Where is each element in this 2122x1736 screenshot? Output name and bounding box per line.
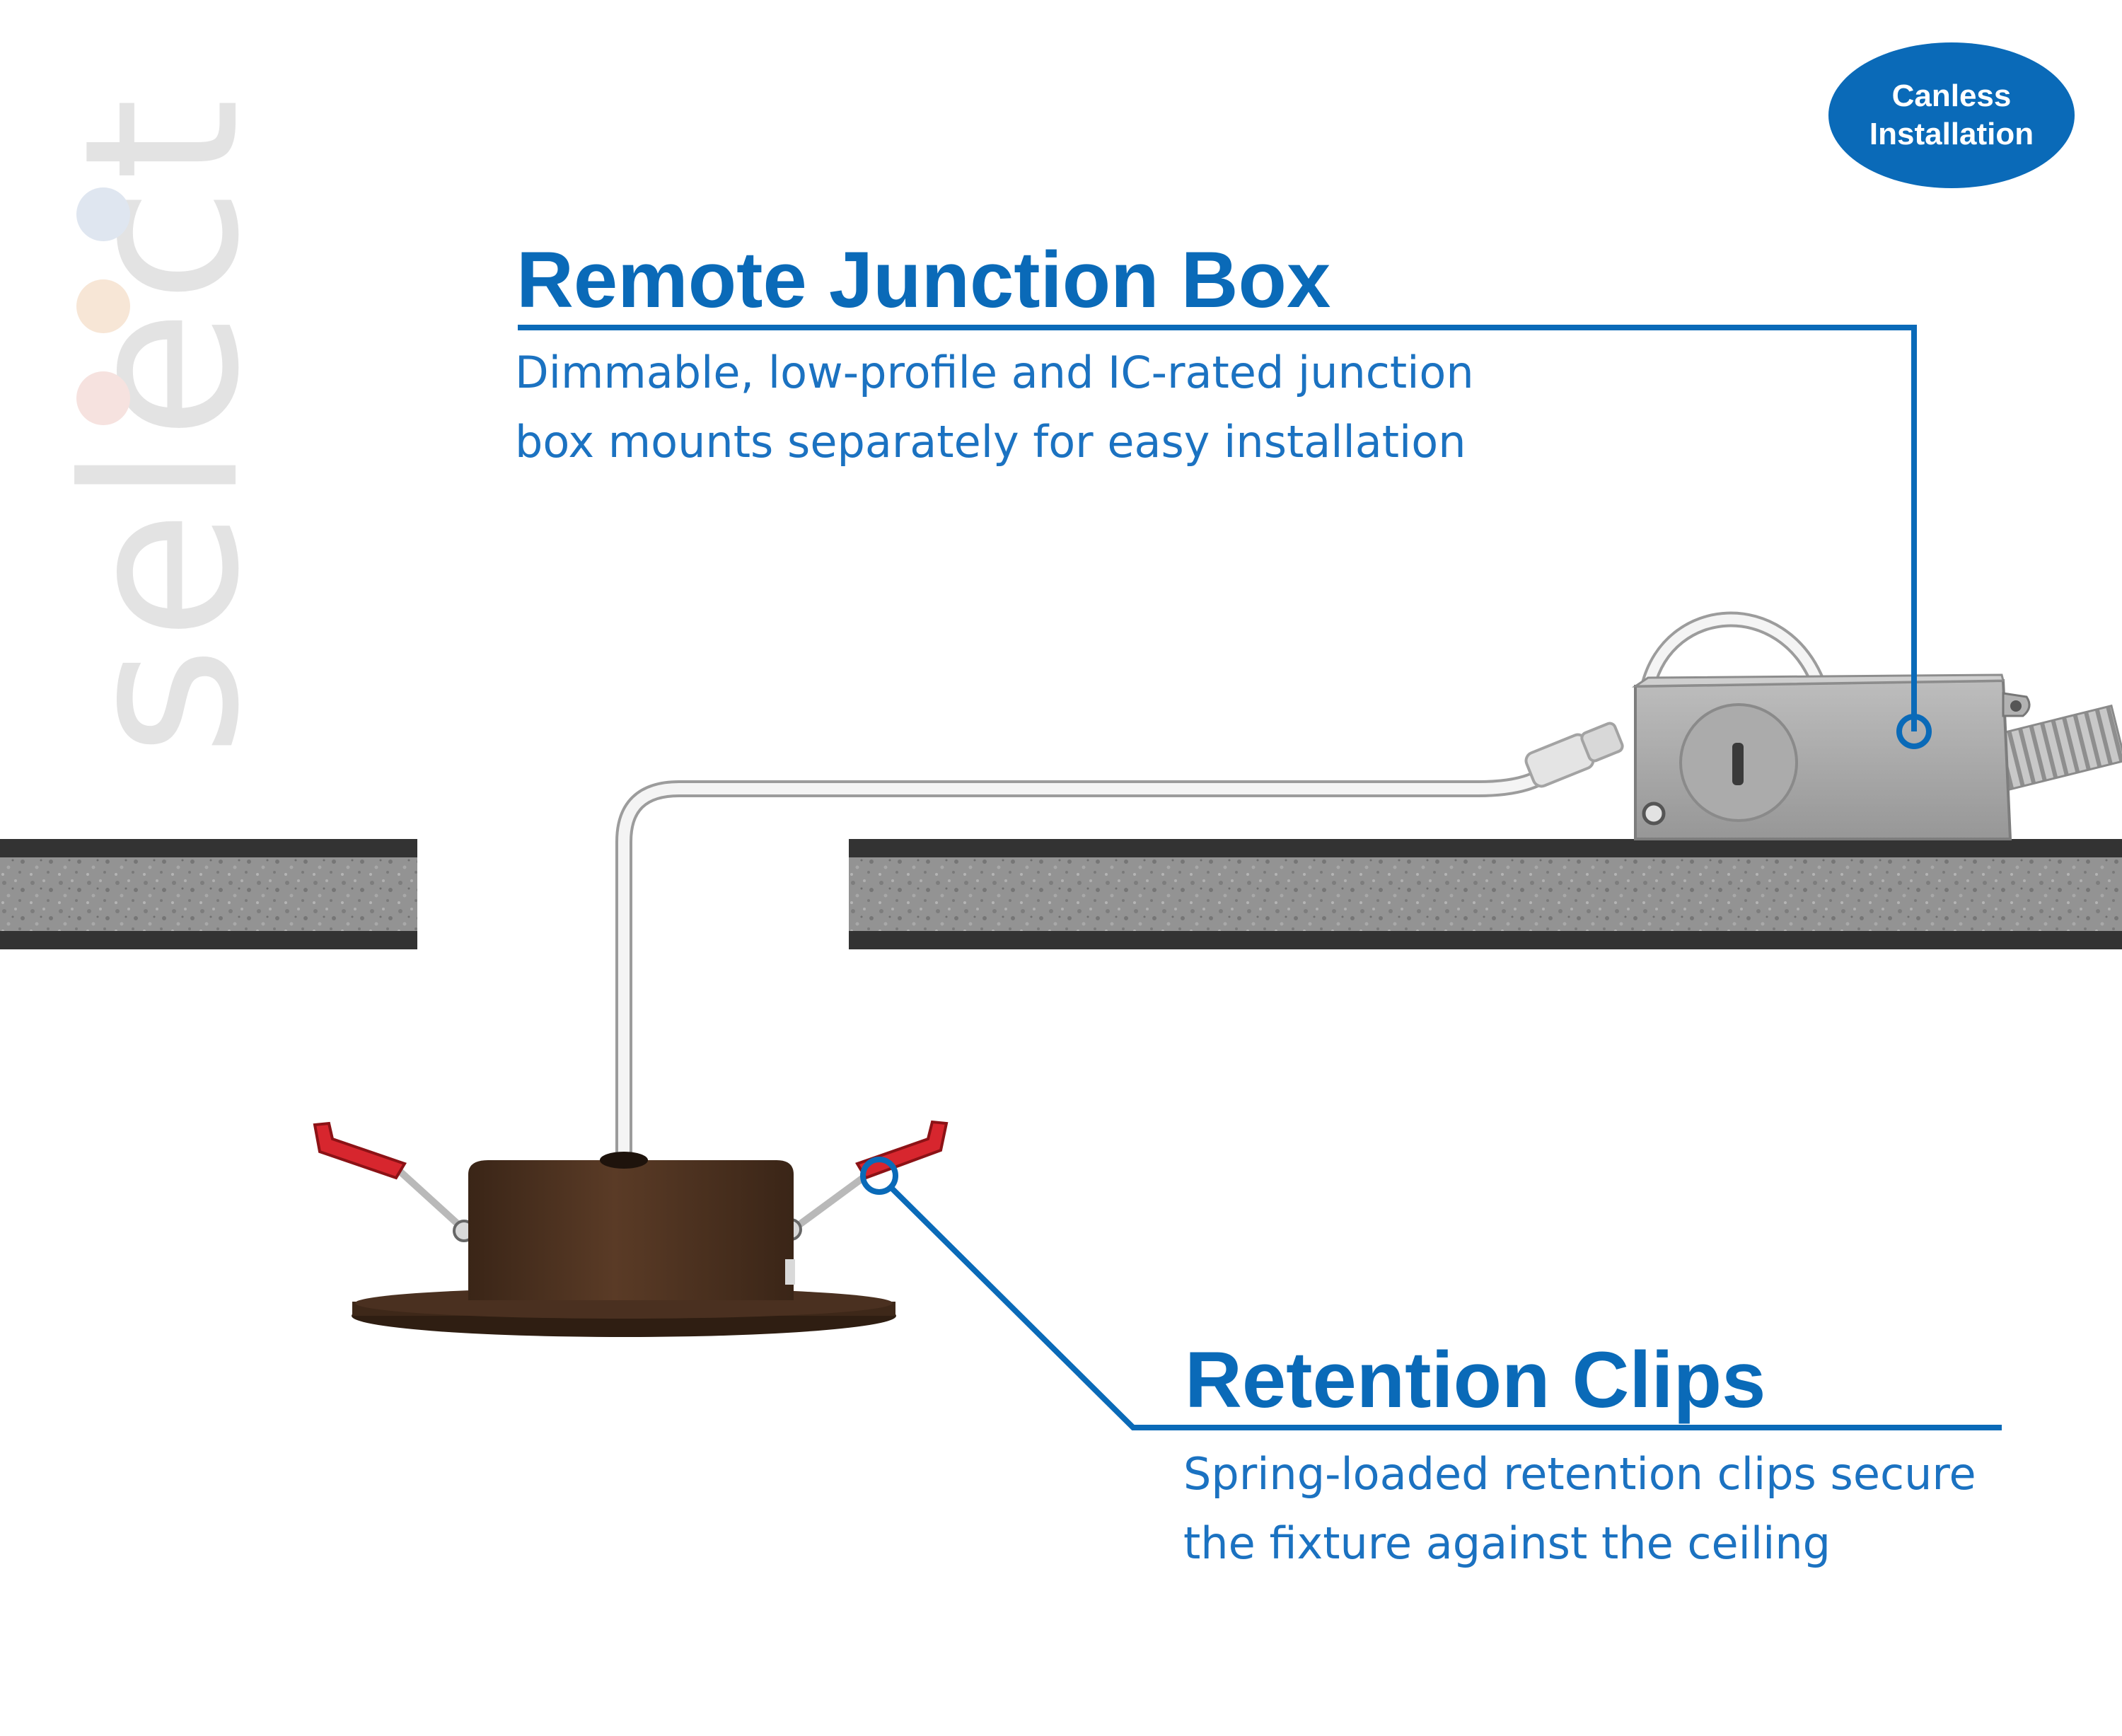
retention-clips-leader (860, 1157, 2002, 1430)
junction-box-leader (518, 325, 1932, 749)
badge-label: Canless Installation (1869, 79, 2034, 151)
retention-clips-description-line1: Spring-loaded retention clips secure (1183, 1448, 1976, 1500)
retention-clip-left (313, 1121, 475, 1242)
brand-dot-pink (76, 371, 130, 425)
downlight-fixture (352, 1152, 896, 1337)
canless-installation-badge: Canless Installation (1828, 42, 2075, 188)
junction-box-description-line2: box mounts separately for easy installat… (515, 416, 1466, 468)
retention-clips-title: Retention Clips (1185, 1336, 1766, 1424)
ceiling-left (0, 839, 417, 949)
retention-clips-description-line2: the fixture against the ceiling (1183, 1517, 1831, 1569)
brand-dot-peach (76, 279, 130, 333)
junction-box-title: Remote Junction Box (516, 236, 1331, 324)
ceiling-right (849, 839, 2122, 949)
brand-dot-blue (76, 187, 130, 241)
cable-connector (1524, 722, 1624, 788)
junction-box-description-line1: Dimmable, low-profile and IC-rated junct… (515, 347, 1474, 398)
